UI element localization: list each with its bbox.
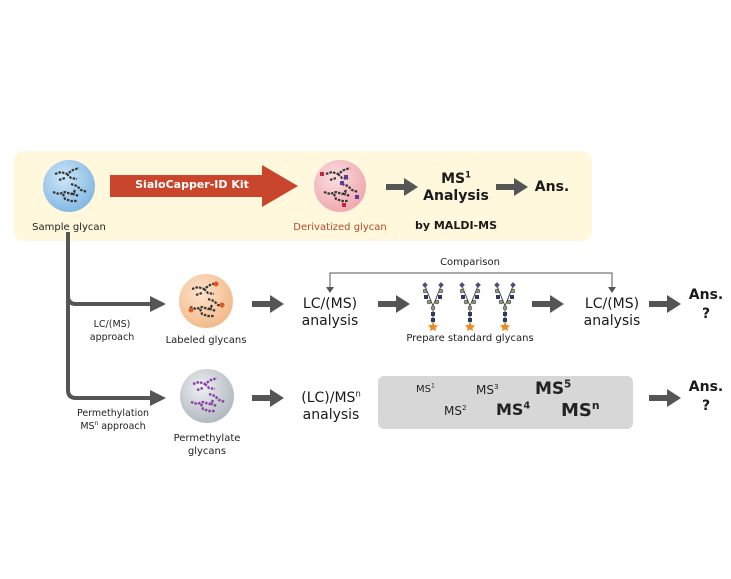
ms-level-4-base: MS: [496, 400, 524, 419]
sialocapper-kit-arrow: [110, 165, 298, 207]
ms-level-1-sup: 1: [430, 382, 435, 390]
perm-approach-ms: MS: [80, 421, 95, 432]
ms1-sup: 1: [465, 169, 471, 180]
labeled-glycans-icon: [179, 274, 233, 328]
lc-analysis-2-line2: analysis: [583, 313, 641, 329]
ms-level-2: MS2: [444, 404, 467, 418]
comparison-label: Comparison: [440, 257, 500, 268]
answer-top: Ans.: [534, 179, 570, 195]
lc-approach-line1: LC/(MS): [93, 319, 131, 330]
sialocapper-kit-label: SialoCapper-ID Kit: [135, 178, 249, 191]
arrow-to-permethylate: [150, 390, 166, 406]
ms-level-2-base: MS: [444, 404, 462, 418]
ms-level-1: MS1: [416, 382, 435, 395]
permethylate-glycans-label: Permethylate glycans: [165, 432, 249, 458]
permethylate-glycans-icon: [180, 369, 234, 423]
arrow-to-answer-top: [496, 178, 528, 196]
perm-approach-rest: approach: [98, 421, 146, 432]
permethylate-line2: glycans: [187, 446, 227, 457]
analysis-text: Analysis: [423, 188, 489, 204]
arrow-to-lcmsn-analysis: [252, 389, 284, 407]
ms-level-n-base: MS: [561, 400, 592, 421]
lcmsn-sup: n: [355, 388, 361, 399]
answer-lc-line2: ?: [701, 306, 711, 322]
maldi-ms-label: by MALDI-MS: [414, 219, 497, 232]
lc-analysis-1-line2: analysis: [301, 313, 359, 329]
arrow-to-ms-analysis: [386, 178, 418, 196]
sample-glycan-label: Sample glycan: [32, 222, 106, 233]
ms1-base: MS: [441, 171, 466, 187]
ms-level-5-sup: 5: [564, 379, 572, 391]
derivatized-glycan-label: Derivatized glycan: [293, 222, 387, 233]
arrow-to-lc-analysis-2: [532, 295, 564, 313]
comparison-arrowhead-left: [326, 287, 334, 293]
lcmsn-line2: analysis: [302, 407, 360, 423]
lcmsn-analysis: (LC)/MSn analysis: [290, 388, 372, 424]
arrow-to-standards: [378, 295, 410, 313]
lc-approach-line2: approach: [89, 332, 135, 343]
sample-glycan-icon: [43, 160, 95, 212]
permethylate-line1: Permethylate: [173, 433, 241, 444]
standard-glycan-1: [422, 282, 444, 331]
lc-analysis-2: LC/(MS) analysis: [574, 296, 650, 330]
perm-approach-line1: Permethylation: [76, 408, 150, 419]
arrow-to-answer-lc: [649, 295, 681, 313]
ms-level-4-sup: 4: [523, 400, 531, 412]
comparison-bracket: [329, 272, 613, 289]
derivatized-glycan-icon: [314, 160, 366, 212]
ms-level-5-base: MS: [535, 379, 565, 399]
standard-glycan-structures: [422, 282, 516, 331]
comparison-arrowhead-right: [608, 287, 616, 293]
ms-level-n: MSn: [561, 400, 600, 421]
arrow-to-labeled: [150, 296, 166, 312]
msn-levels-box: [378, 376, 633, 429]
ms-level-3-sup: 3: [493, 382, 499, 391]
answer-perm-line1: Ans.: [688, 379, 724, 395]
answer-lc: Ans. ?: [684, 286, 728, 324]
ms1-analysis-label: MS1 Analysis: [418, 169, 494, 205]
ms-level-2-sup: 2: [461, 403, 467, 412]
perm-approach-sup: n: [94, 420, 99, 427]
branch-line: [66, 232, 152, 306]
ms-level-1-base: MS: [416, 384, 431, 395]
standard-glycans-label: Prepare standard glycans: [406, 333, 534, 344]
ms-level-3: MS3: [476, 383, 499, 397]
lc-analysis-2-line1: LC/(MS): [584, 296, 640, 312]
ms-level-n-sup: n: [591, 399, 600, 412]
answer-lc-line1: Ans.: [688, 287, 724, 303]
answer-perm-line2: ?: [701, 398, 711, 414]
lcmsn-base: (LC)/MS: [301, 390, 356, 406]
branch-line-lower: [66, 296, 152, 400]
arrow-to-lc-analysis: [252, 295, 284, 313]
lc-analysis-1: LC/(MS) analysis: [292, 296, 368, 330]
ms-level-5: MS5: [535, 379, 571, 399]
standard-glycan-3: [494, 282, 516, 331]
standard-glycan-2: [459, 282, 481, 331]
ms-level-4: MS4: [496, 400, 530, 419]
labeled-glycans-label: Labeled glycans: [165, 335, 247, 346]
arrow-to-answer-perm: [649, 389, 681, 407]
lc-approach-label: LC/(MS) approach: [76, 318, 148, 344]
permethylation-approach-label: Permethylation MSn approach: [70, 407, 156, 433]
ms-level-3-base: MS: [476, 383, 494, 397]
answer-perm: Ans. ?: [684, 378, 728, 416]
lc-analysis-1-line1: LC/(MS): [302, 296, 358, 312]
